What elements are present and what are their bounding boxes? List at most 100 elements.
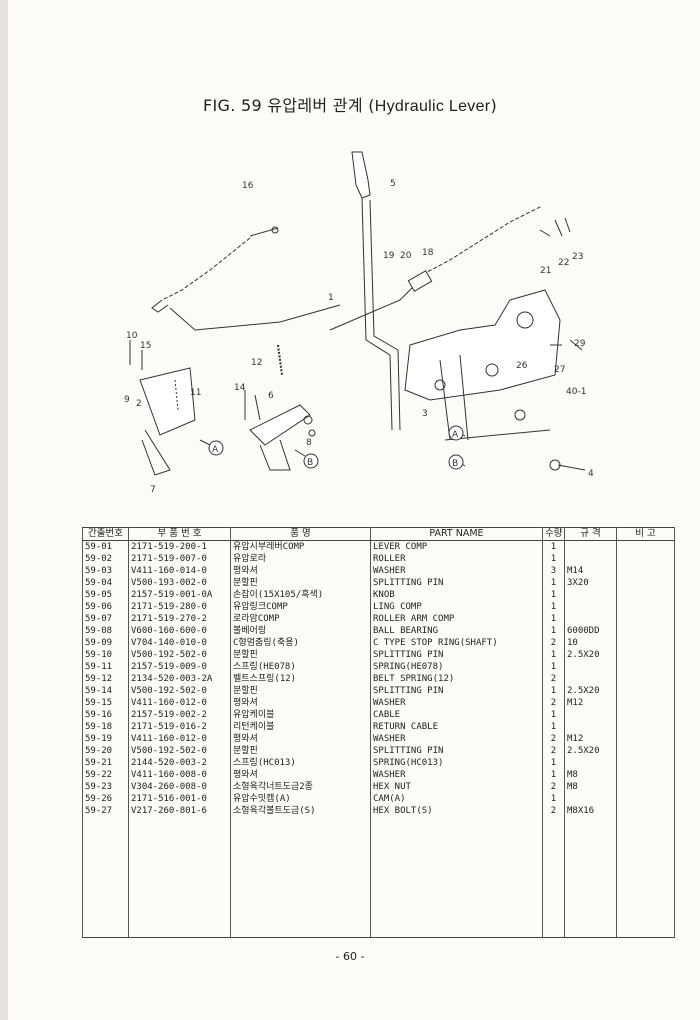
cell-quantity: 2 — [542, 733, 565, 745]
header-korean-name: 품 명 — [230, 527, 371, 541]
cell-part-name: BALL BEARING — [370, 625, 543, 637]
cell-quantity: 2 — [542, 697, 565, 709]
callout-18: 18 — [422, 248, 434, 258]
cell-part-number: V500-192-502-0 — [128, 745, 231, 757]
cell-remarks — [616, 769, 675, 781]
cell-korean-name: 리턴케이블 — [230, 721, 371, 733]
cell-ref-no: 59-11 — [82, 661, 129, 673]
callout-21: 21 — [540, 266, 551, 276]
cell-remarks — [616, 601, 675, 613]
cell-part-number: V411-160-014-0 — [128, 565, 231, 577]
callout-5: 5 — [390, 179, 396, 189]
cell-quantity: 1 — [542, 793, 565, 805]
title-prefix: FIG. 59 유압레버 관계 — [203, 96, 363, 115]
callout-6: 6 — [268, 391, 274, 401]
cell-remarks — [616, 709, 675, 721]
cell-spec: 2.5X20 — [564, 649, 617, 661]
cell-remarks — [616, 793, 675, 805]
cell-quantity: 1 — [542, 757, 565, 769]
cell-quantity: 2 — [542, 637, 565, 649]
bracket-plate — [404, 289, 561, 401]
cell-ref-no: 59-21 — [82, 757, 129, 769]
empty-cell — [230, 817, 371, 938]
title-english: Hydraulic Lever — [374, 98, 491, 115]
cell-part-name: SPRING(HE078) — [370, 661, 543, 673]
cell-part-number: 2171-516-001-0 — [128, 793, 231, 805]
cable-16 — [161, 237, 251, 301]
cell-remarks — [616, 685, 675, 697]
callout-14: 14 — [234, 383, 246, 393]
cell-ref-no: 59-19 — [82, 733, 129, 745]
cell-part-name: SPLITTING PIN — [370, 745, 543, 757]
header-remarks: 비 고 — [616, 527, 675, 541]
cell-part-name: HEX NUT — [370, 781, 543, 793]
cell-remarks — [616, 697, 675, 709]
cable-18 — [411, 205, 543, 281]
cell-remarks — [616, 540, 675, 553]
header-part-name: PART NAME — [370, 527, 543, 541]
cell-spec: M8 — [564, 781, 617, 793]
page-number: - 60 - — [335, 950, 365, 963]
cell-remarks — [616, 637, 675, 649]
cell-quantity: 2 — [542, 673, 565, 685]
cell-remarks — [616, 589, 675, 601]
cell-ref-no: 59-15 — [82, 697, 129, 709]
cell-korean-name: 평와셔 — [230, 565, 371, 577]
empty-cell — [616, 817, 675, 938]
cell-korean-name: 손잡이(15X105/흑색) — [230, 589, 371, 601]
callout-15: 15 — [140, 341, 151, 351]
callout-8: 8 — [306, 438, 312, 448]
svg-text:B: B — [307, 458, 313, 468]
cell-ref-no: 59-10 — [82, 649, 129, 661]
cell-quantity: 1 — [542, 613, 565, 625]
cell-spec: 2.5X20 — [564, 745, 617, 757]
cell-spec — [564, 673, 617, 685]
cell-korean-name: 평와셔 — [230, 697, 371, 709]
cell-part-name: RETURN CABLE — [370, 721, 543, 733]
header-ref-no: 간출번호 — [82, 527, 129, 541]
cell-spec — [564, 540, 617, 553]
cell-part-name: LEVER COMP — [370, 540, 543, 553]
cell-quantity: 1 — [542, 553, 565, 565]
cell-korean-name: 로라암COMP — [230, 613, 371, 625]
cell-part-name: LING COMP — [370, 601, 543, 613]
cell-spec — [564, 661, 617, 673]
cell-remarks — [616, 565, 675, 577]
empty-cell — [82, 817, 129, 938]
cell-remarks — [616, 553, 675, 565]
cell-spec — [564, 589, 617, 601]
cell-korean-name: 분할핀 — [230, 745, 371, 757]
cell-part-number: 2144-520-003-2 — [128, 757, 231, 769]
cell-korean-name: 유압로라 — [230, 553, 371, 565]
cell-korean-name: 분할핀 — [230, 685, 371, 697]
cell-ref-no: 59-08 — [82, 625, 129, 637]
cell-korean-name: 유압링크COMP — [230, 601, 371, 613]
cell-remarks — [616, 805, 675, 817]
cell-part-number: 2157-519-002-2 — [128, 709, 231, 721]
cell-ref-no: 59-09 — [82, 637, 129, 649]
empty-cell — [370, 817, 543, 938]
cell-part-number: 2157-519-001-0A — [128, 589, 231, 601]
cell-spec — [564, 721, 617, 733]
cell-ref-no: 59-04 — [82, 577, 129, 589]
cell-korean-name: 유압케이블 — [230, 709, 371, 721]
table-empty-space — [82, 817, 675, 938]
cell-part-name: C TYPE STOP RING(SHAFT) — [370, 637, 543, 649]
cell-korean-name: 평와셔 — [230, 769, 371, 781]
parts-table: 간출번호 부 품 번 호 품 명 PART NAME 수량 규 격 비 고 59… — [82, 527, 675, 938]
cell-quantity: 1 — [542, 540, 565, 553]
cell-ref-no: 59-27 — [82, 805, 129, 817]
cell-remarks — [616, 673, 675, 685]
callout-1: 1 — [328, 293, 334, 303]
